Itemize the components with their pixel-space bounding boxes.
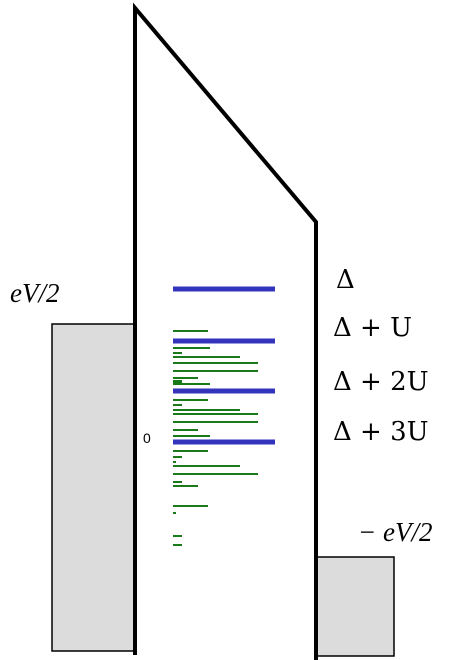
excitation-levels [173,330,258,546]
right-bias-label: − eV/2 [358,517,432,547]
left-lead [51,323,135,652]
right-lead [315,556,395,657]
barrier-outline [133,2,318,660]
level-label-delta-plus-2u: Δ + 2U [333,367,429,397]
zero-label: 0 [143,430,151,446]
charge-levels [173,286,275,445]
left-bias-label: eV/2 [10,278,59,308]
level-label-delta-plus-3u: Δ + 3U [333,417,429,447]
level-label-delta-plus-u: Δ + U [333,313,412,343]
level-label-delta: Δ [336,265,355,295]
